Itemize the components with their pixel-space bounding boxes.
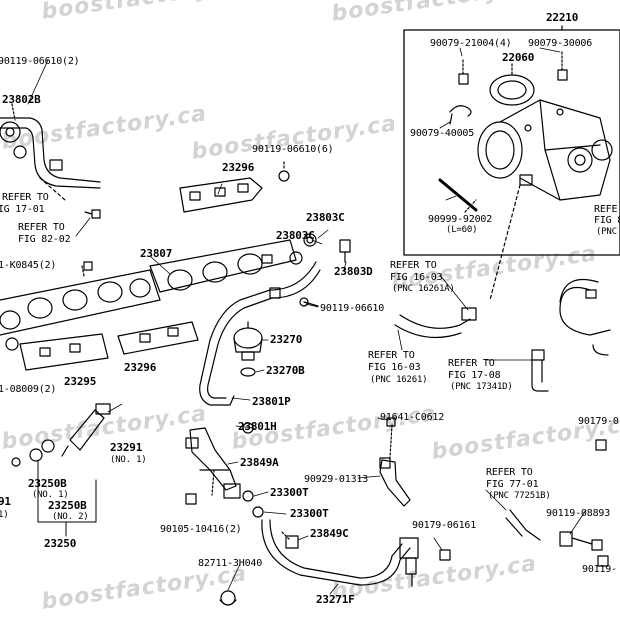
part-number-23270b: 23270B	[266, 364, 305, 377]
refer-note-fig-17-01: FIG 17-01	[0, 204, 45, 215]
refer-note-fig-17-01: REFER TO	[2, 192, 49, 203]
hose-icon	[399, 314, 471, 329]
refer-note-fig-16-03-a: REFER TO	[390, 260, 437, 271]
refer-note-fig-16-03-b: (PNC 16261)	[370, 375, 428, 385]
insulator-icon	[179, 177, 263, 213]
part-number-k0845: 1-K0845(2)	[0, 260, 57, 271]
part-number-23271f: 23271F	[316, 593, 355, 606]
refer-note-fig-17-08: REFER TO	[448, 358, 495, 369]
refer-note-fig-16-03-b: FIG 16-03	[368, 362, 421, 373]
refer-note-fig-77-01: FIG 77-01	[486, 479, 539, 490]
part-number-22210: 22210	[546, 11, 579, 24]
part-number-23250b: 23250B	[48, 499, 87, 512]
part-number-23296: 23296	[124, 361, 157, 374]
part-number-23803d: 23803D	[334, 265, 373, 278]
insulator-icon	[117, 321, 199, 355]
gasket-icon	[289, 251, 303, 265]
throttle-body-icon	[477, 99, 613, 201]
part-number-23296: 23296	[222, 161, 255, 174]
hose-icon	[559, 286, 611, 336]
fuel-pipe-icon	[0, 117, 101, 189]
bracket-icon	[185, 427, 237, 491]
refer-note-fig-16-03-a: FIG 16-03	[390, 272, 443, 283]
o-ring-icon	[240, 367, 256, 377]
part-number-23803c: 23803C	[306, 211, 345, 224]
refer-note-fig-17-08: (PNC 17341D)	[450, 382, 513, 392]
part-number-23300t: 23300T	[290, 507, 329, 520]
bracket-icon	[379, 457, 411, 507]
part-qualifier-no1: (NO. 1)	[32, 490, 69, 500]
part-number-91641-c0612: 91641-C0612	[380, 412, 445, 423]
refer-note-fig-16-03-a: (PNC 16261A)	[392, 284, 455, 294]
refer-note-right: (PNC	[596, 227, 617, 237]
part-number-90119-06610-6: 90119-06610(6)	[252, 144, 334, 155]
part-number-90119-06610-2: 90119-06610(2)	[0, 56, 80, 67]
part-number-23295: 23295	[64, 375, 97, 388]
clip-icon	[449, 105, 472, 117]
part-number-23250: 23250	[44, 537, 77, 550]
refer-note-right: FIG 8	[594, 215, 620, 226]
part-number-23801p: 23801P	[252, 395, 291, 408]
part-number-90079-30006: 90079-30006	[528, 38, 593, 49]
part-number-23291: 23291	[110, 441, 143, 454]
part-number-fragment: 91	[0, 495, 11, 508]
pressure-regulator-icon	[233, 321, 263, 361]
part-number-23849a: 23849A	[240, 456, 279, 469]
gasket-icon	[489, 74, 535, 106]
bolt-icon	[458, 51, 568, 85]
part-number-23801h: 23801H	[238, 420, 277, 433]
refer-note-fig-77-01: REFER TO	[486, 467, 533, 478]
part-qualifier-no2: (NO. 2)	[52, 512, 89, 522]
part-number-23802b: 23802B	[2, 93, 41, 106]
fuel-rail-icon	[0, 239, 297, 336]
part-number-90105-10416: 90105-10416(2)	[160, 524, 242, 535]
length-note: (L=60)	[446, 225, 478, 235]
part-number-90119-06610: 90119-06610	[320, 303, 385, 314]
part-number-90119-bottom: 90119-	[582, 564, 617, 575]
part-number-90179-right: 90179-0	[578, 416, 619, 427]
part-number-90079-40005: 90079-40005	[410, 128, 475, 139]
part-number-90999-92002: 90999-92002	[428, 214, 493, 225]
refer-note-fig-77-01: (PNC 77251B)	[488, 491, 551, 501]
part-number-82711-3h040: 82711-3H040	[198, 558, 263, 569]
insulator-icon	[5, 333, 109, 371]
throttle-body-group-box	[403, 29, 620, 256]
part-number-22060: 22060	[502, 51, 535, 64]
part-number-23250b: 23250B	[28, 477, 67, 490]
refer-note-fig-17-08: FIG 17-08	[448, 370, 501, 381]
fuel-hose-icon	[261, 519, 411, 586]
part-number-23803c: 23803C	[276, 229, 315, 242]
part-number-23270: 23270	[270, 333, 303, 346]
o-ring-icon	[11, 457, 21, 467]
pin-icon	[438, 178, 478, 212]
refer-note-fig-82-02: FIG 82-02	[18, 234, 71, 245]
hose-icon	[531, 359, 549, 392]
part-qualifier-no1: (NO. 1)	[110, 455, 147, 465]
fuel-pipe-icon	[509, 509, 541, 541]
part-number-fragment: 1)	[0, 510, 9, 520]
part-number-90079-21004: 90079-21004(4)	[430, 38, 512, 49]
part-number-23300t: 23300T	[270, 486, 309, 499]
part-number-08009: 1-08009(2)	[0, 384, 57, 395]
part-number-23807: 23807	[140, 247, 173, 260]
fuel-injector-icon	[61, 403, 111, 457]
part-number-90119-08893: 90119-08893	[546, 508, 611, 519]
fuel-pipe-icon	[199, 261, 317, 406]
refer-note-fig-82-02: REFER TO	[18, 222, 65, 233]
part-number-23849c: 23849C	[310, 527, 349, 540]
refer-note-right: REFE	[594, 204, 618, 215]
part-number-90929-01313: 90929-01313	[304, 474, 369, 485]
part-number-90179-06161: 90179-06161	[412, 520, 477, 531]
refer-note-fig-16-03-b: REFER TO	[368, 350, 415, 361]
